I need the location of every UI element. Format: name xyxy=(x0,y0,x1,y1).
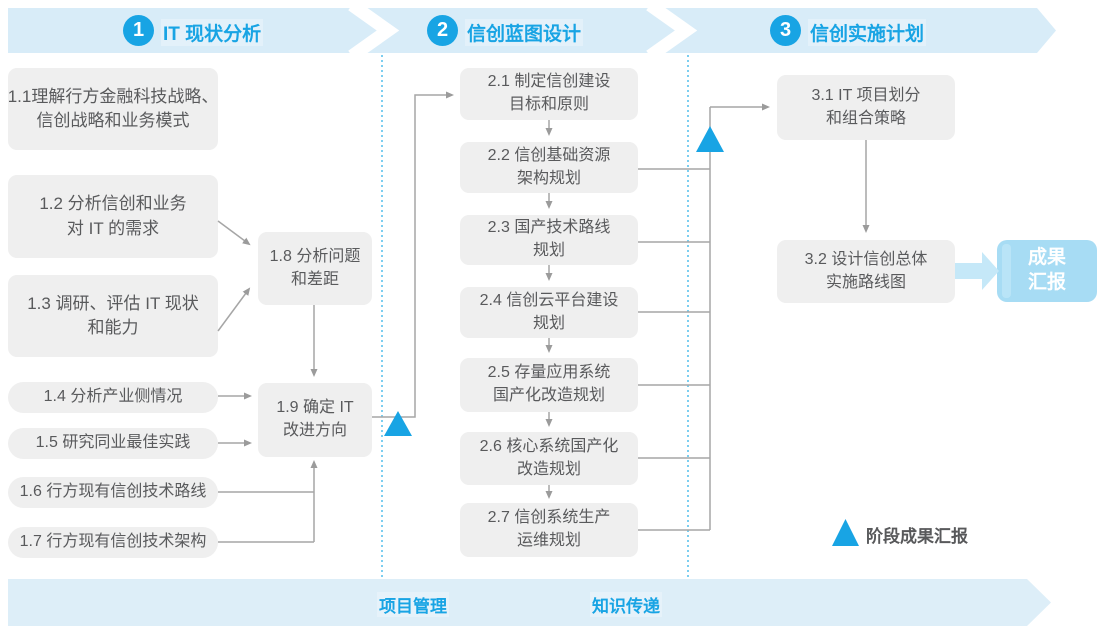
header-chevron-separator-1 xyxy=(348,0,400,62)
node-1-8: 1.8 分析问题 和差距 xyxy=(258,232,372,305)
node-2-3: 2.3 国产技术路线 规划 xyxy=(460,215,638,265)
node-2-3-line1: 2.3 国产技术路线 xyxy=(487,219,611,237)
node-2-5-line1: 2.5 存量应用系统 xyxy=(487,364,611,382)
node-1-6-line1: 1.6 行方现有信创技术路线 xyxy=(19,483,207,501)
node-2-1-line1: 2.1 制定信创建设 xyxy=(487,73,611,91)
bottom-band xyxy=(8,579,1051,626)
phase-2-number-badge: 2 xyxy=(427,15,458,46)
phase-2-number: 2 xyxy=(436,19,449,41)
header-chevron-separator-2 xyxy=(646,0,698,62)
bottom-band-knowledge-transfer: 知识传递 xyxy=(590,592,662,617)
node-3-2: 3.2 设计信创总体 实施路线图 xyxy=(777,240,955,303)
node-2-1: 2.1 制定信创建设 目标和原则 xyxy=(460,68,638,120)
node-1-9: 1.9 确定 IT 改进方向 xyxy=(258,383,372,457)
node-3-1-line2: 和组合策略 xyxy=(825,109,906,127)
node-2-2: 2.2 信创基础资源 架构规划 xyxy=(460,142,638,193)
bottom-band-project-management: 项目管理 xyxy=(377,592,449,617)
node-2-1-line2: 目标和原则 xyxy=(508,96,589,113)
node-2-4-line1: 2.4 信创云平台建设 xyxy=(479,291,619,309)
phase-3-title: 信创实施计划 xyxy=(808,19,927,46)
phase-1-number-badge: 1 xyxy=(123,15,154,46)
node-2-5-line2: 国产化改造规划 xyxy=(492,387,605,404)
phase-1-title: IT 现状分析 xyxy=(161,19,264,46)
node-2-2-line2: 架构规划 xyxy=(516,169,581,187)
node-1-4: 1.4 分析产业侧情况 xyxy=(8,382,218,413)
node-1-3: 1.3 调研、评估 IT 现状 和能力 xyxy=(8,275,218,357)
node-2-7-line2: 运维规划 xyxy=(516,532,581,549)
node-2-3-line2: 规划 xyxy=(532,242,565,259)
node-1-4-line1: 1.4 分析产业侧情况 xyxy=(43,388,183,406)
arrow-1-3-to-1-8 xyxy=(217,287,251,332)
node-3-1: 3.1 IT 项目划分 和组合策略 xyxy=(777,75,955,140)
phase-3-number: 3 xyxy=(779,19,792,41)
node-1-9-line2: 改进方向 xyxy=(282,422,347,439)
result-report-box: 成果 汇报 xyxy=(997,240,1097,302)
node-1-2-line1: 1.2 分析信创和业务 xyxy=(39,194,187,214)
phase-1-number: 1 xyxy=(132,19,145,41)
node-1-2-line2: 对 IT 的需求 xyxy=(66,218,160,238)
phase-3-number-badge: 3 xyxy=(770,15,801,46)
arrow-1-2-to-1-8 xyxy=(217,220,251,246)
node-1-7: 1.7 行方现有信创技术架构 xyxy=(8,527,218,558)
node-1-6: 1.6 行方现有信创技术路线 xyxy=(8,477,218,508)
node-2-7: 2.7 信创系统生产 运维规划 xyxy=(460,503,638,557)
milestone-triangle-phase1 xyxy=(384,411,412,436)
node-1-8-line2: 和差距 xyxy=(290,270,339,288)
node-1-5-line1: 1.5 研究同业最佳实践 xyxy=(35,434,191,452)
node-1-9-line1: 1.9 确定 IT xyxy=(276,399,354,417)
node-3-1-line1: 3.1 IT 项目划分 xyxy=(811,86,921,104)
node-1-5: 1.5 研究同业最佳实践 xyxy=(8,428,218,459)
bottom-band-arrow-tip xyxy=(1027,579,1051,626)
node-2-6-line1: 2.6 核心系统国产化 xyxy=(479,437,619,455)
node-1-2: 1.2 分析信创和业务 对 IT 的需求 xyxy=(8,175,218,258)
node-1-3-line2: 和能力 xyxy=(87,318,139,337)
node-3-2-line2: 实施路线图 xyxy=(825,273,906,291)
node-2-4: 2.4 信创云平台建设 规划 xyxy=(460,287,638,338)
result-report-line1: 成果 xyxy=(1027,247,1066,269)
node-3-2-line1: 3.2 设计信创总体 xyxy=(804,250,928,268)
node-2-4-line2: 规划 xyxy=(532,314,565,332)
node-1-1: 1.1理解行方金融科技战略、 信创战略和业务模式 xyxy=(8,68,218,150)
bottom-band-body xyxy=(8,579,1027,626)
node-2-5: 2.5 存量应用系统 国产化改造规划 xyxy=(460,358,638,412)
phase-2-title: 信创蓝图设计 xyxy=(465,19,584,46)
node-1-1-line1: 1.1理解行方金融科技战略、 xyxy=(7,86,219,106)
node-2-2-line1: 2.2 信创基础资源 xyxy=(487,146,611,164)
node-2-7-line1: 2.7 信创系统生产 xyxy=(487,509,611,527)
node-1-3-line1: 1.3 调研、评估 IT 现状 xyxy=(27,293,199,313)
thick-arrow-3-2-to-result xyxy=(955,252,999,290)
header-band-arrow-tip xyxy=(1037,8,1056,53)
node-1-7-line1: 1.7 行方现有信创技术架构 xyxy=(19,533,207,551)
node-2-6: 2.6 核心系统国产化 改造规划 xyxy=(460,432,638,485)
arrow-1-9-to-2-1 xyxy=(372,91,454,418)
milestone-triangle-phase2 xyxy=(696,126,724,152)
node-1-1-line2: 信创战略和业务模式 xyxy=(36,111,190,130)
result-report-line2: 汇报 xyxy=(1027,272,1066,293)
legend-triangle-icon xyxy=(832,519,859,546)
result-report-box-strip xyxy=(1002,244,1011,298)
legend-label: 阶段成果汇报 xyxy=(866,527,968,546)
node-1-8-line1: 1.8 分析问题 xyxy=(269,247,361,265)
node-2-6-line2: 改造规划 xyxy=(516,460,581,478)
